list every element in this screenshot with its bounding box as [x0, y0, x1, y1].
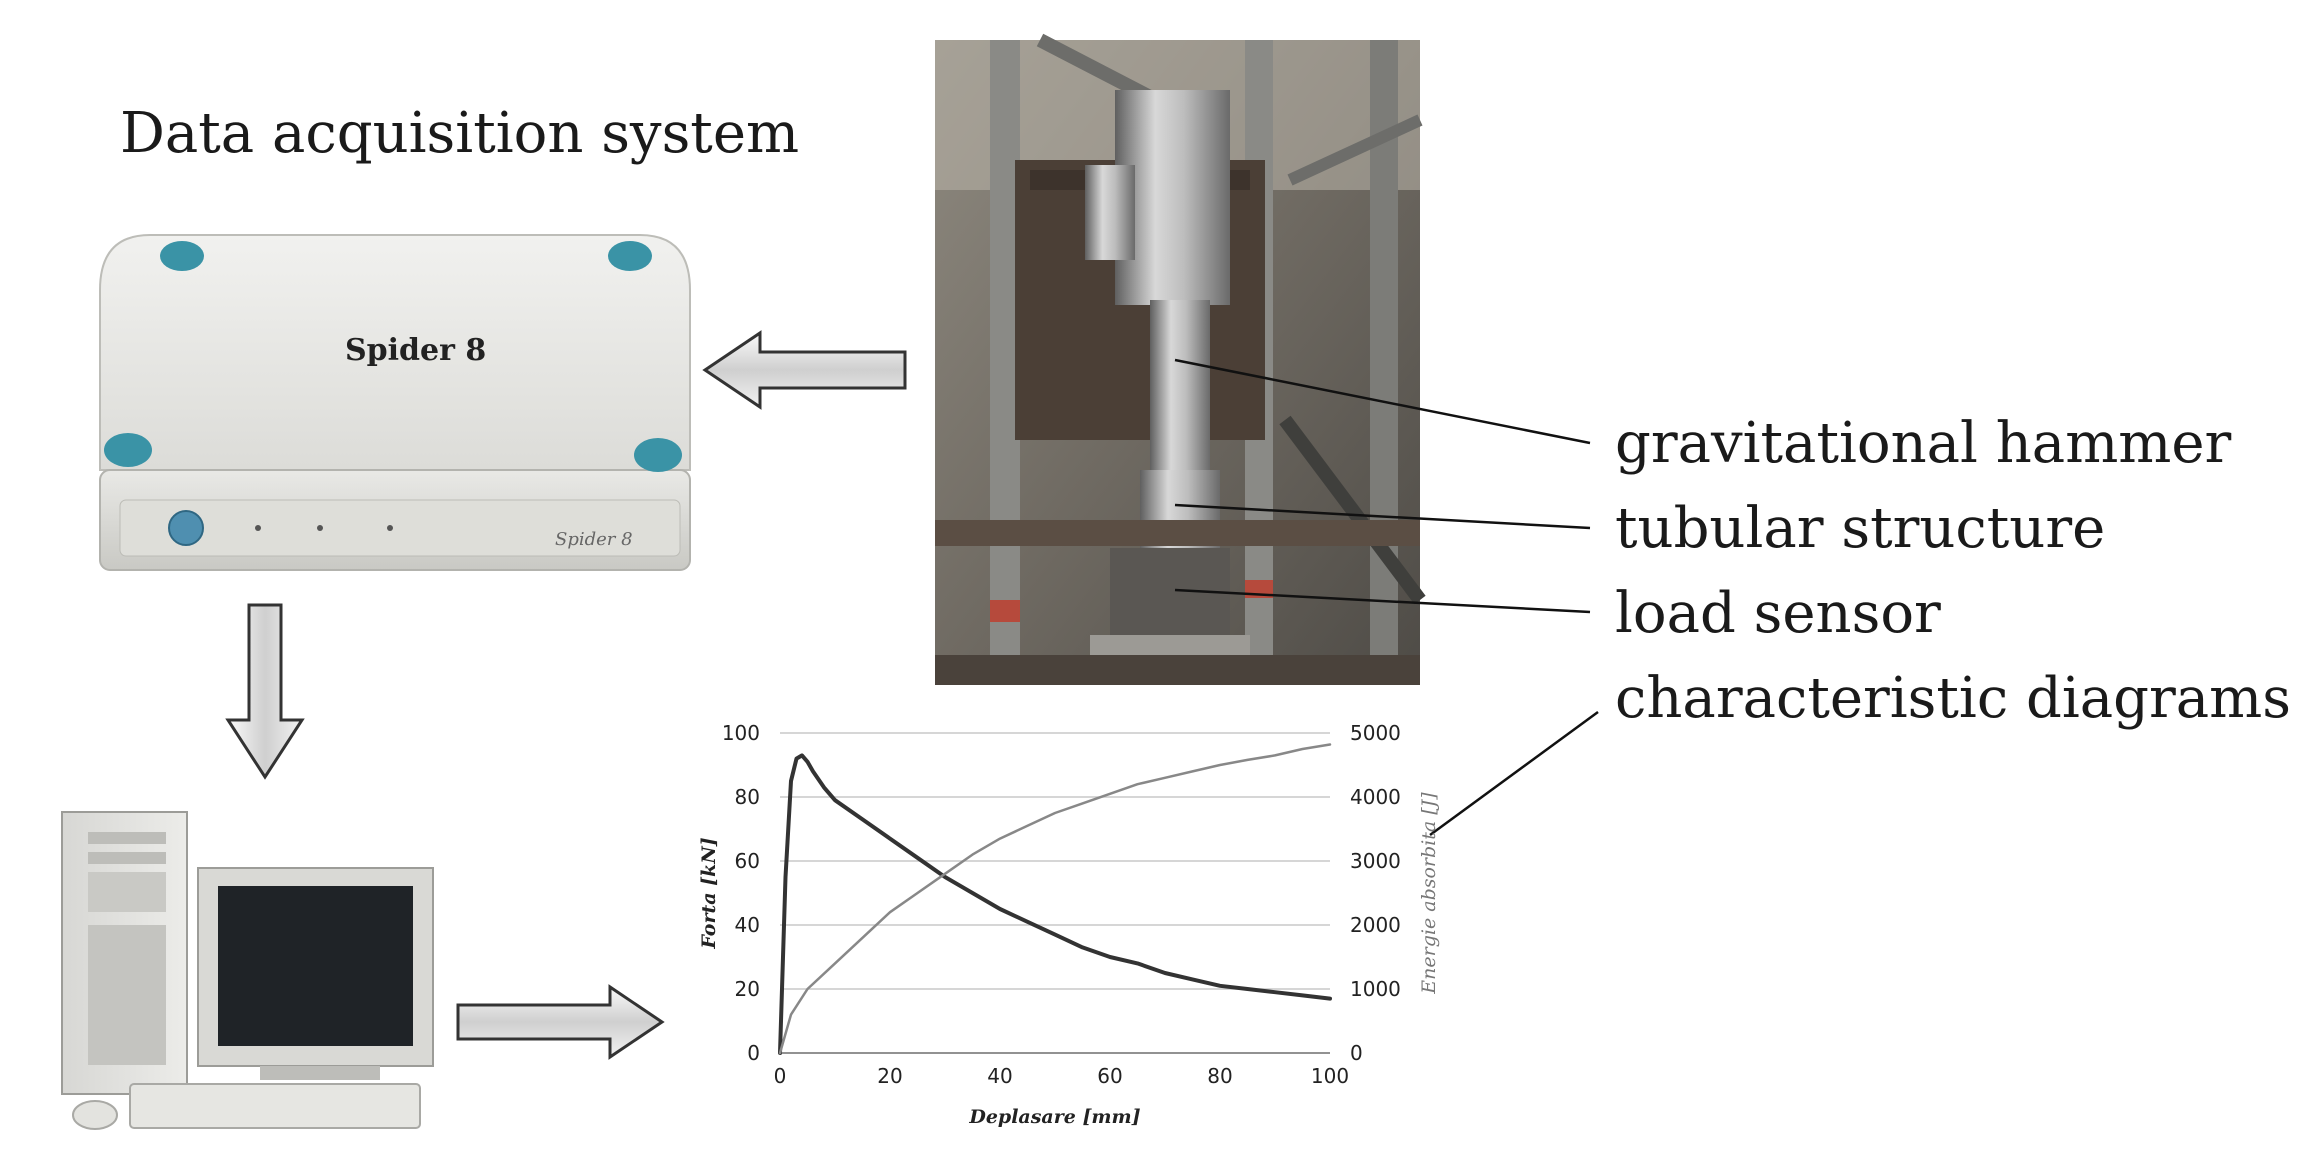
- test-rig-photo: [935, 33, 1426, 685]
- chart-grid: [780, 732, 1330, 1054]
- callout-characteristic-diagrams: characteristic diagrams: [1615, 666, 2291, 731]
- arrow-left: [702, 330, 907, 410]
- diagram-title: Data acquisition system: [120, 101, 799, 166]
- callout-line-diagrams: [1429, 710, 1599, 837]
- y-tick-label: 20: [735, 977, 760, 1001]
- chart-series: [778, 743, 1332, 1055]
- monitor-screen: [218, 886, 413, 1046]
- rubber-foot: [608, 241, 652, 271]
- y-tick-label: 100: [722, 721, 760, 745]
- callout-gravitational-hammer: gravitational hammer: [1615, 411, 2232, 476]
- y-tick-label: 0: [747, 1041, 760, 1065]
- x-tick-label: 0: [774, 1064, 787, 1088]
- x-axis-title: Deplasare [mm]: [968, 1106, 1140, 1128]
- rubber-foot: [160, 241, 204, 271]
- x-tick-label: 80: [1207, 1064, 1232, 1088]
- x-tick-label: 40: [987, 1064, 1012, 1088]
- y2-tick-label: 4000: [1350, 785, 1401, 809]
- arrow-right: [456, 984, 665, 1060]
- computer-workstation: [61, 811, 434, 1130]
- callout-lines: [1174, 358, 1599, 837]
- y2-tick-label: 2000: [1350, 913, 1401, 937]
- mouse: [72, 1100, 118, 1130]
- y2-tick-label: 5000: [1350, 721, 1401, 745]
- rubber-foot: [634, 438, 682, 472]
- x-tick-label: 60: [1097, 1064, 1122, 1088]
- y2-axis-title: Energie absorbita [J]: [1418, 792, 1440, 995]
- callout-load-sensor: load sensor: [1615, 581, 1941, 646]
- force-series-line: [778, 753, 1332, 1055]
- keyboard: [129, 1083, 421, 1129]
- callout-tubular-structure: tubular structure: [1615, 496, 2105, 561]
- power-button: [168, 510, 204, 546]
- y2-tick-label: 1000: [1350, 977, 1401, 1001]
- device-front-label: Spider 8: [555, 529, 633, 550]
- callout-line-sensor: [1174, 588, 1591, 614]
- rubber-foot: [104, 433, 152, 467]
- y2-tick-label: 0: [1350, 1041, 1363, 1065]
- callout-line-hammer: [1174, 358, 1591, 445]
- y-axis-title: Forta [kN]: [698, 837, 720, 949]
- y-tick-label: 60: [735, 849, 760, 873]
- arrow-down: [225, 603, 305, 780]
- x-tick-label: 20: [877, 1064, 902, 1088]
- y-tick-label: 80: [735, 785, 760, 809]
- callout-line-tube: [1174, 503, 1591, 530]
- device-label: Spider 8: [345, 333, 486, 368]
- x-tick-label: 100: [1311, 1064, 1349, 1088]
- y-tick-label: 40: [735, 913, 760, 937]
- energy-series-line: [778, 743, 1332, 1055]
- data-acquisition-device: Spider 8 Spider 8: [99, 234, 691, 571]
- y2-tick-label: 3000: [1350, 849, 1401, 873]
